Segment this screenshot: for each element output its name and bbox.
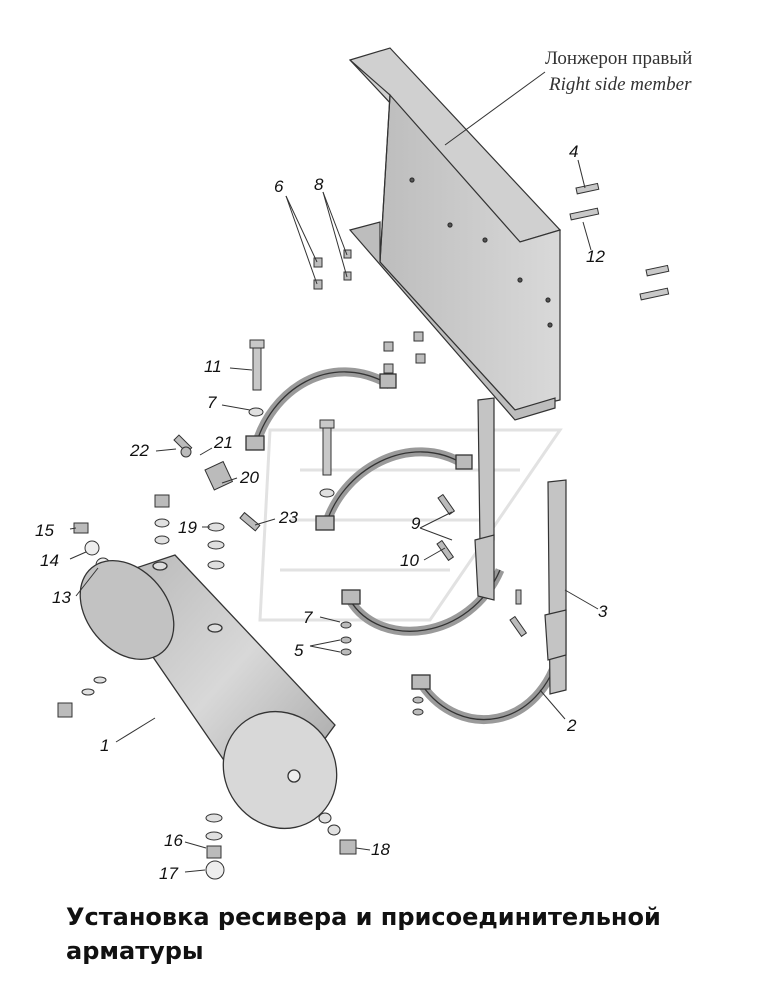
label-13: 13 (52, 588, 71, 607)
watermark (258, 428, 563, 622)
label-8: 8 (314, 175, 324, 194)
label-22: 22 (129, 441, 149, 460)
title-line-1: Установка ресивера и присоединительной (66, 903, 661, 931)
air-receiver-tank (79, 554, 338, 830)
diagram-title: Установка ресивера и присоединительной а… (66, 900, 756, 968)
label-5: 5 (294, 641, 304, 660)
label-9: 9 (411, 514, 421, 533)
label-23: 23 (278, 508, 298, 527)
label-19: 19 (178, 518, 197, 537)
bolt-11 (248, 339, 335, 498)
bolts-4-12 (569, 182, 670, 301)
fittings-upper (154, 434, 261, 570)
part-labels: 1 2 3 4 5 6 7 8 9 10 11 12 13 14 15 16 1… (35, 142, 608, 883)
member-label-ru: Лонжерон правый (545, 48, 692, 69)
brackets (474, 397, 567, 695)
label-7b: 7 (303, 608, 313, 627)
label-11: 11 (204, 357, 222, 376)
leader-lines (69, 159, 599, 873)
label-15: 15 (35, 521, 54, 540)
label-12: 12 (586, 247, 605, 266)
label-10: 10 (400, 551, 419, 570)
right-side-member (348, 47, 562, 421)
label-17: 17 (159, 864, 178, 883)
bracket-bolts (340, 493, 528, 716)
label-7: 7 (207, 393, 217, 412)
straps (245, 367, 565, 724)
title-line-2: арматуры (66, 937, 204, 965)
label-4: 4 (569, 142, 578, 161)
label-20: 20 (239, 468, 259, 487)
label-18: 18 (371, 840, 390, 859)
label-16: 16 (164, 831, 183, 850)
member-label-en: Right side member (548, 74, 692, 95)
label-14: 14 (40, 551, 59, 570)
member-leader-line (444, 71, 546, 146)
nuts-6-8 (313, 249, 426, 374)
label-21: 21 (213, 433, 233, 452)
label-3: 3 (598, 602, 608, 621)
label-1: 1 (100, 736, 109, 755)
label-2: 2 (566, 716, 577, 735)
label-6: 6 (274, 177, 284, 196)
fittings-bottom (205, 812, 357, 880)
